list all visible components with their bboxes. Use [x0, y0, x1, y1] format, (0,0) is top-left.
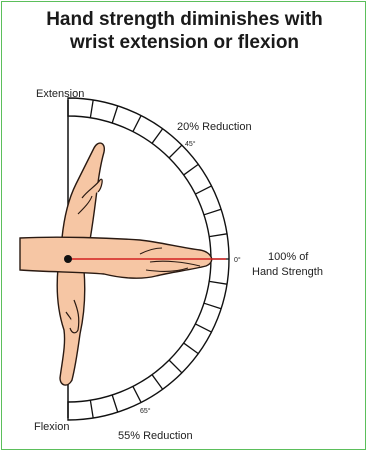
label-angle-flexion: 65°: [140, 407, 151, 415]
label-zero-angle: 0°: [234, 256, 241, 264]
label-reduction-flexion: 55% Reduction: [118, 430, 193, 442]
label-reduction-extension: 20% Reduction: [177, 121, 252, 133]
neutral-forearm-hand: [20, 237, 212, 278]
label-flexion: Flexion: [34, 421, 69, 433]
label-angle-extension: 45°: [185, 140, 196, 148]
flexed-hand: [57, 268, 85, 385]
wrist-pivot: [64, 255, 72, 263]
label-extension: Extension: [36, 88, 84, 100]
label-full-strength-2: Hand Strength: [252, 266, 323, 278]
label-full-strength-1: 100% of: [268, 251, 309, 263]
